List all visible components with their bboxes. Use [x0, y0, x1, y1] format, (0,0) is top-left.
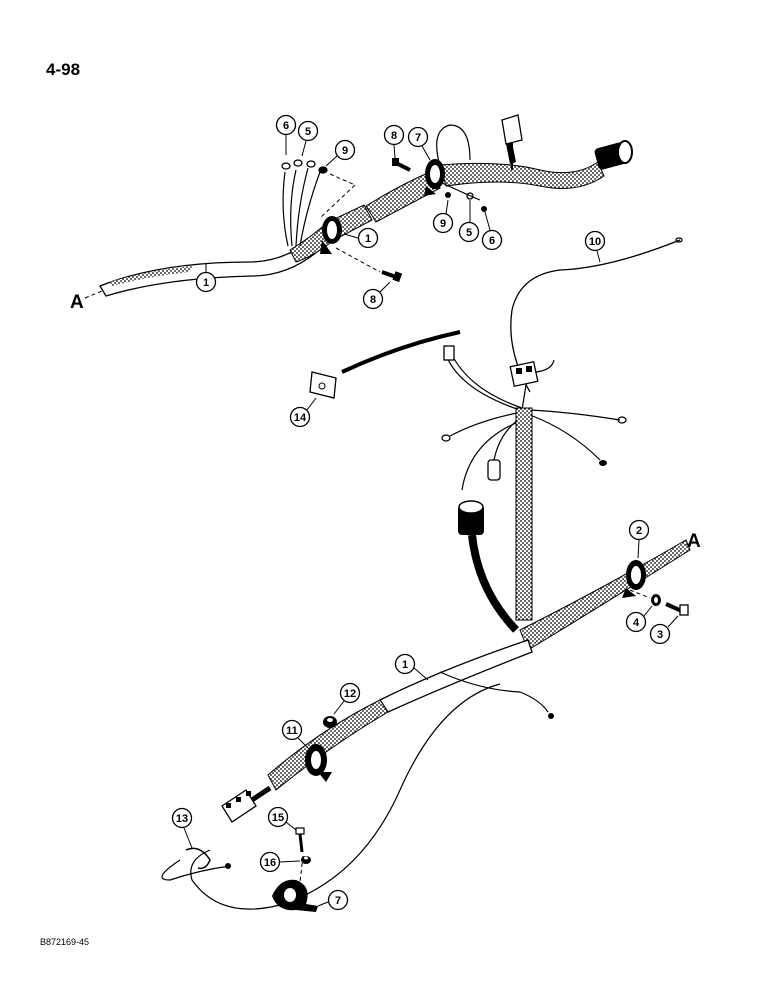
callout-1: 1: [343, 227, 379, 249]
callout-9: 9: [325, 139, 356, 167]
leader-line-a-right: [685, 542, 693, 546]
clamp-upper-right: [424, 159, 445, 196]
clamp-upper-left: [320, 216, 342, 254]
callout-11: 11: [281, 719, 309, 749]
callout-8: 8: [383, 124, 405, 159]
callout-label: 10: [589, 236, 601, 248]
callout-1: 1: [394, 653, 429, 681]
callout-label: 8: [391, 130, 397, 142]
upper-wire-1: [282, 171, 289, 247]
bolt-15: [295, 827, 305, 853]
trunk-vertical: [515, 407, 533, 621]
bolt-lower-upper: [381, 270, 403, 283]
round-connector-upper: [594, 140, 633, 170]
callout-13: 13: [171, 807, 193, 849]
connection-label-right: A: [687, 531, 701, 552]
upper-harness: [84, 114, 633, 299]
callout-9: 9: [432, 199, 454, 234]
callout-12: 12: [333, 682, 361, 715]
callout-label: 7: [415, 132, 421, 144]
clamp-2: [622, 560, 646, 598]
flat-connector-left: [221, 785, 272, 823]
upper-wire-loop: [436, 124, 471, 167]
callout-label: 6: [489, 235, 495, 247]
harness-upper-right-sleeve: [439, 161, 605, 189]
callout-6: 6: [275, 114, 297, 155]
callout-label: 12: [344, 688, 356, 700]
callout-3: 3: [649, 615, 679, 645]
bolt-upper: [392, 158, 411, 172]
wire-10: [510, 239, 681, 393]
nut-4: [651, 594, 661, 606]
wedge-connector-upper: [501, 114, 523, 170]
harness-left-braid: [110, 266, 192, 286]
callout-label: 2: [636, 525, 642, 537]
callout-5: 5: [297, 120, 319, 157]
callout-label: 7: [335, 895, 341, 907]
callout-label: 3: [657, 629, 663, 641]
callout-10: 10: [584, 230, 606, 263]
callout-16: 16: [259, 851, 301, 873]
callout-14: 14: [289, 397, 317, 428]
callout-label: 5: [305, 126, 311, 138]
callout-label: 13: [176, 813, 188, 825]
connection-label-left: A: [70, 292, 84, 313]
relay-connector: [509, 360, 539, 388]
callout-5: 5: [458, 200, 480, 243]
callout-label: 15: [272, 812, 284, 824]
nut-12: [323, 716, 337, 728]
harness-upper-right-braid: [365, 171, 441, 223]
callout-label: 1: [203, 277, 209, 289]
callout-15: 15: [267, 806, 297, 831]
callout-label: 4: [633, 617, 640, 629]
main-harness-right-braid: [519, 539, 691, 651]
clip-13: [161, 847, 231, 881]
clamp-11: [305, 744, 332, 782]
nut-16: [301, 856, 311, 864]
callout-label: 11: [286, 725, 298, 737]
bolt-3: [665, 602, 689, 616]
page-number: 4-98: [46, 60, 81, 79]
callout-label: 6: [283, 120, 289, 132]
main-lower-harness: [161, 539, 693, 912]
callouts: 6 5 9 8 7 1 1: [171, 114, 679, 911]
callout-label: 9: [342, 145, 348, 157]
long-loop-wire: [190, 683, 501, 910]
upper-wire-2: [290, 169, 297, 247]
callout-1: 1: [195, 264, 217, 293]
callout-label: 9: [440, 218, 446, 230]
callout-label: 8: [370, 294, 376, 306]
leader-line-a-left: [84, 290, 103, 299]
callout-2: 2: [628, 519, 650, 559]
ground-wire-upper: [439, 181, 481, 201]
callout-label: 14: [294, 412, 307, 424]
callout-8: 8: [362, 281, 391, 310]
upper-wire-4: [299, 171, 321, 247]
callout-label: 16: [264, 857, 276, 869]
main-harness-mid: [379, 639, 533, 713]
callout-label: 1: [365, 233, 371, 245]
ring-terminals-upper-left: [281, 159, 328, 174]
figure-code: B872169-45: [40, 937, 90, 947]
black-cable: [341, 330, 461, 374]
callout-label: 1: [402, 659, 408, 671]
middle-pigtails: [309, 237, 683, 633]
callout-7: 7: [407, 126, 431, 161]
callout-6: 6: [481, 211, 503, 251]
upper-wire-3: [295, 167, 309, 247]
callout-label: 5: [466, 227, 472, 239]
callout-4: 4: [625, 605, 653, 633]
wire-right-terminal: [439, 671, 549, 713]
bracket-14: [309, 371, 337, 399]
clamp-7-lower: [272, 879, 318, 912]
callout-7: 7: [317, 889, 349, 911]
main-harness-left-braid: [267, 699, 389, 791]
sealed-connector-mid: [458, 500, 484, 535]
